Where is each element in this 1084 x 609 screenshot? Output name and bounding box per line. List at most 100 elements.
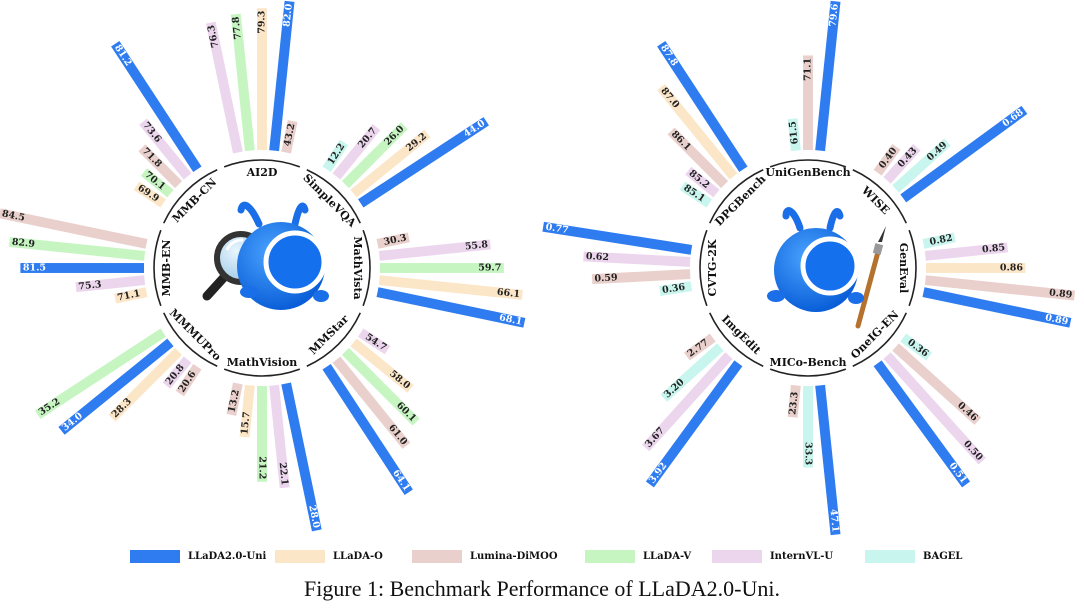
value-label: 0.89 <box>1044 312 1069 328</box>
legend-label: InternVL-U <box>770 551 834 562</box>
value-label: 84.5 <box>1 208 26 223</box>
group-arc <box>362 229 371 307</box>
bar <box>226 382 243 416</box>
bar <box>341 122 408 189</box>
value-label: 13.2 <box>226 389 241 414</box>
bar <box>376 232 410 249</box>
value-label: 0.89 <box>1049 287 1074 300</box>
bar <box>803 386 813 468</box>
group-arc <box>852 312 908 368</box>
bar <box>230 13 255 152</box>
bar <box>114 287 148 304</box>
group-arc <box>708 168 764 224</box>
value-label: 82.9 <box>11 237 36 250</box>
value-label: 66.1 <box>496 287 520 300</box>
value-label: 0.86 <box>1000 263 1024 274</box>
bar <box>873 143 901 176</box>
bar <box>358 328 391 355</box>
bar <box>108 347 183 422</box>
bar <box>376 287 526 328</box>
legend-label: LLaDA2.0-Uni <box>188 551 267 562</box>
bar <box>660 343 724 402</box>
bar <box>922 232 956 249</box>
bar <box>900 333 933 361</box>
mascot-left <box>202 201 329 310</box>
bar <box>8 236 146 261</box>
group-arc <box>223 368 301 377</box>
bar <box>332 123 381 180</box>
bar <box>332 356 411 449</box>
value-label: 68.1 <box>498 312 523 327</box>
value-label: 43.2 <box>282 122 297 147</box>
value-label: 22.1 <box>277 462 290 486</box>
bar <box>0 208 148 249</box>
legend: LLaDA2.0-Uni LLaDA-O Lumina-DiMOO LLaDA-… <box>0 541 1084 571</box>
group-label: MMB-EN <box>160 240 173 297</box>
legend-label: LLaDA-O <box>333 551 383 562</box>
legend-swatch <box>585 550 635 563</box>
group-arc <box>162 168 218 224</box>
group-label: UniGenBench <box>765 166 850 179</box>
bar <box>683 333 716 361</box>
bar <box>657 84 738 180</box>
bar <box>269 0 295 152</box>
bar <box>269 384 290 489</box>
bar <box>883 352 986 465</box>
group-arc <box>306 168 362 224</box>
group-label: MathVision <box>227 356 298 369</box>
bar <box>175 364 202 397</box>
value-label: 71.1 <box>116 288 141 303</box>
bar <box>140 168 174 198</box>
bar <box>679 181 712 208</box>
bar <box>341 347 420 426</box>
value-label: 33.3 <box>803 442 814 465</box>
legend-swatch <box>275 550 325 563</box>
paintbrush-icon <box>855 226 886 329</box>
group-arc <box>699 229 708 307</box>
value-label: 82.0 <box>281 3 294 28</box>
legend-label: BAGEL <box>923 551 963 562</box>
bar <box>583 251 691 267</box>
bar <box>138 144 183 189</box>
bar <box>378 275 523 300</box>
bar <box>924 242 1009 261</box>
bar <box>75 275 146 293</box>
value-label: 0.77 <box>545 222 570 236</box>
bar <box>685 166 720 198</box>
bar <box>591 269 691 285</box>
value-label: 59.7 <box>478 263 501 274</box>
group-label: CVTG-2K <box>706 239 719 296</box>
legend-swatch <box>712 550 762 563</box>
group-arc <box>908 229 917 307</box>
value-label: 76.3 <box>206 24 221 49</box>
bar <box>883 143 921 184</box>
bar <box>322 139 349 172</box>
group-arc <box>223 159 301 168</box>
value-label: 0.62 <box>586 251 610 263</box>
bar <box>239 384 255 438</box>
bar <box>892 343 982 425</box>
legend-swatch <box>865 550 915 563</box>
bar <box>926 263 1026 273</box>
value-label: 75.3 <box>78 279 102 292</box>
bar <box>542 221 693 255</box>
bar <box>803 55 813 150</box>
bar <box>815 0 841 152</box>
bar <box>322 364 413 495</box>
benchmark-group: CVTG-2K0.360.590.620.77 <box>542 221 719 307</box>
group-label: GenEval <box>897 243 910 293</box>
group-label: MICo-Bench <box>770 356 847 369</box>
bar <box>787 118 801 152</box>
group-label: AI2D <box>246 166 278 179</box>
value-label: 0.85 <box>982 242 1006 255</box>
